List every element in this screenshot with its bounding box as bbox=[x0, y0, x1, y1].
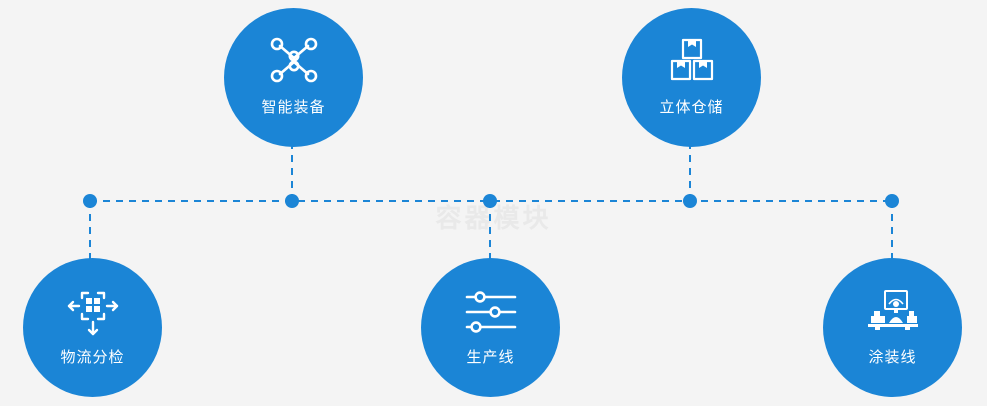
node-smart-equipment[interactable]: 智能装备 bbox=[224, 8, 363, 147]
sorting-scan-icon bbox=[65, 286, 121, 338]
bus-dot bbox=[285, 194, 299, 208]
node-label: 涂装线 bbox=[868, 349, 917, 366]
bus-dot bbox=[483, 194, 497, 208]
painting-machine-icon bbox=[865, 286, 921, 338]
network-nodes-icon bbox=[266, 34, 322, 86]
bus-dot bbox=[83, 194, 97, 208]
node-painting-line[interactable]: 涂装线 bbox=[823, 258, 962, 397]
bus-dot bbox=[683, 194, 697, 208]
node-label: 生产线 bbox=[466, 349, 515, 366]
node-production-line[interactable]: 生产线 bbox=[421, 258, 560, 397]
node-logistics-sorting[interactable]: 物流分检 bbox=[23, 258, 162, 397]
sliders-icon bbox=[463, 286, 519, 338]
bus-dot bbox=[885, 194, 899, 208]
stacked-boxes-icon bbox=[664, 34, 720, 86]
node-stereoscopic-warehouse: 立体仓储 bbox=[622, 8, 761, 147]
node-label: 物流分检 bbox=[60, 349, 125, 366]
node-label: 立体仓储 bbox=[659, 99, 724, 116]
node-label: 智能装备 bbox=[261, 99, 326, 116]
